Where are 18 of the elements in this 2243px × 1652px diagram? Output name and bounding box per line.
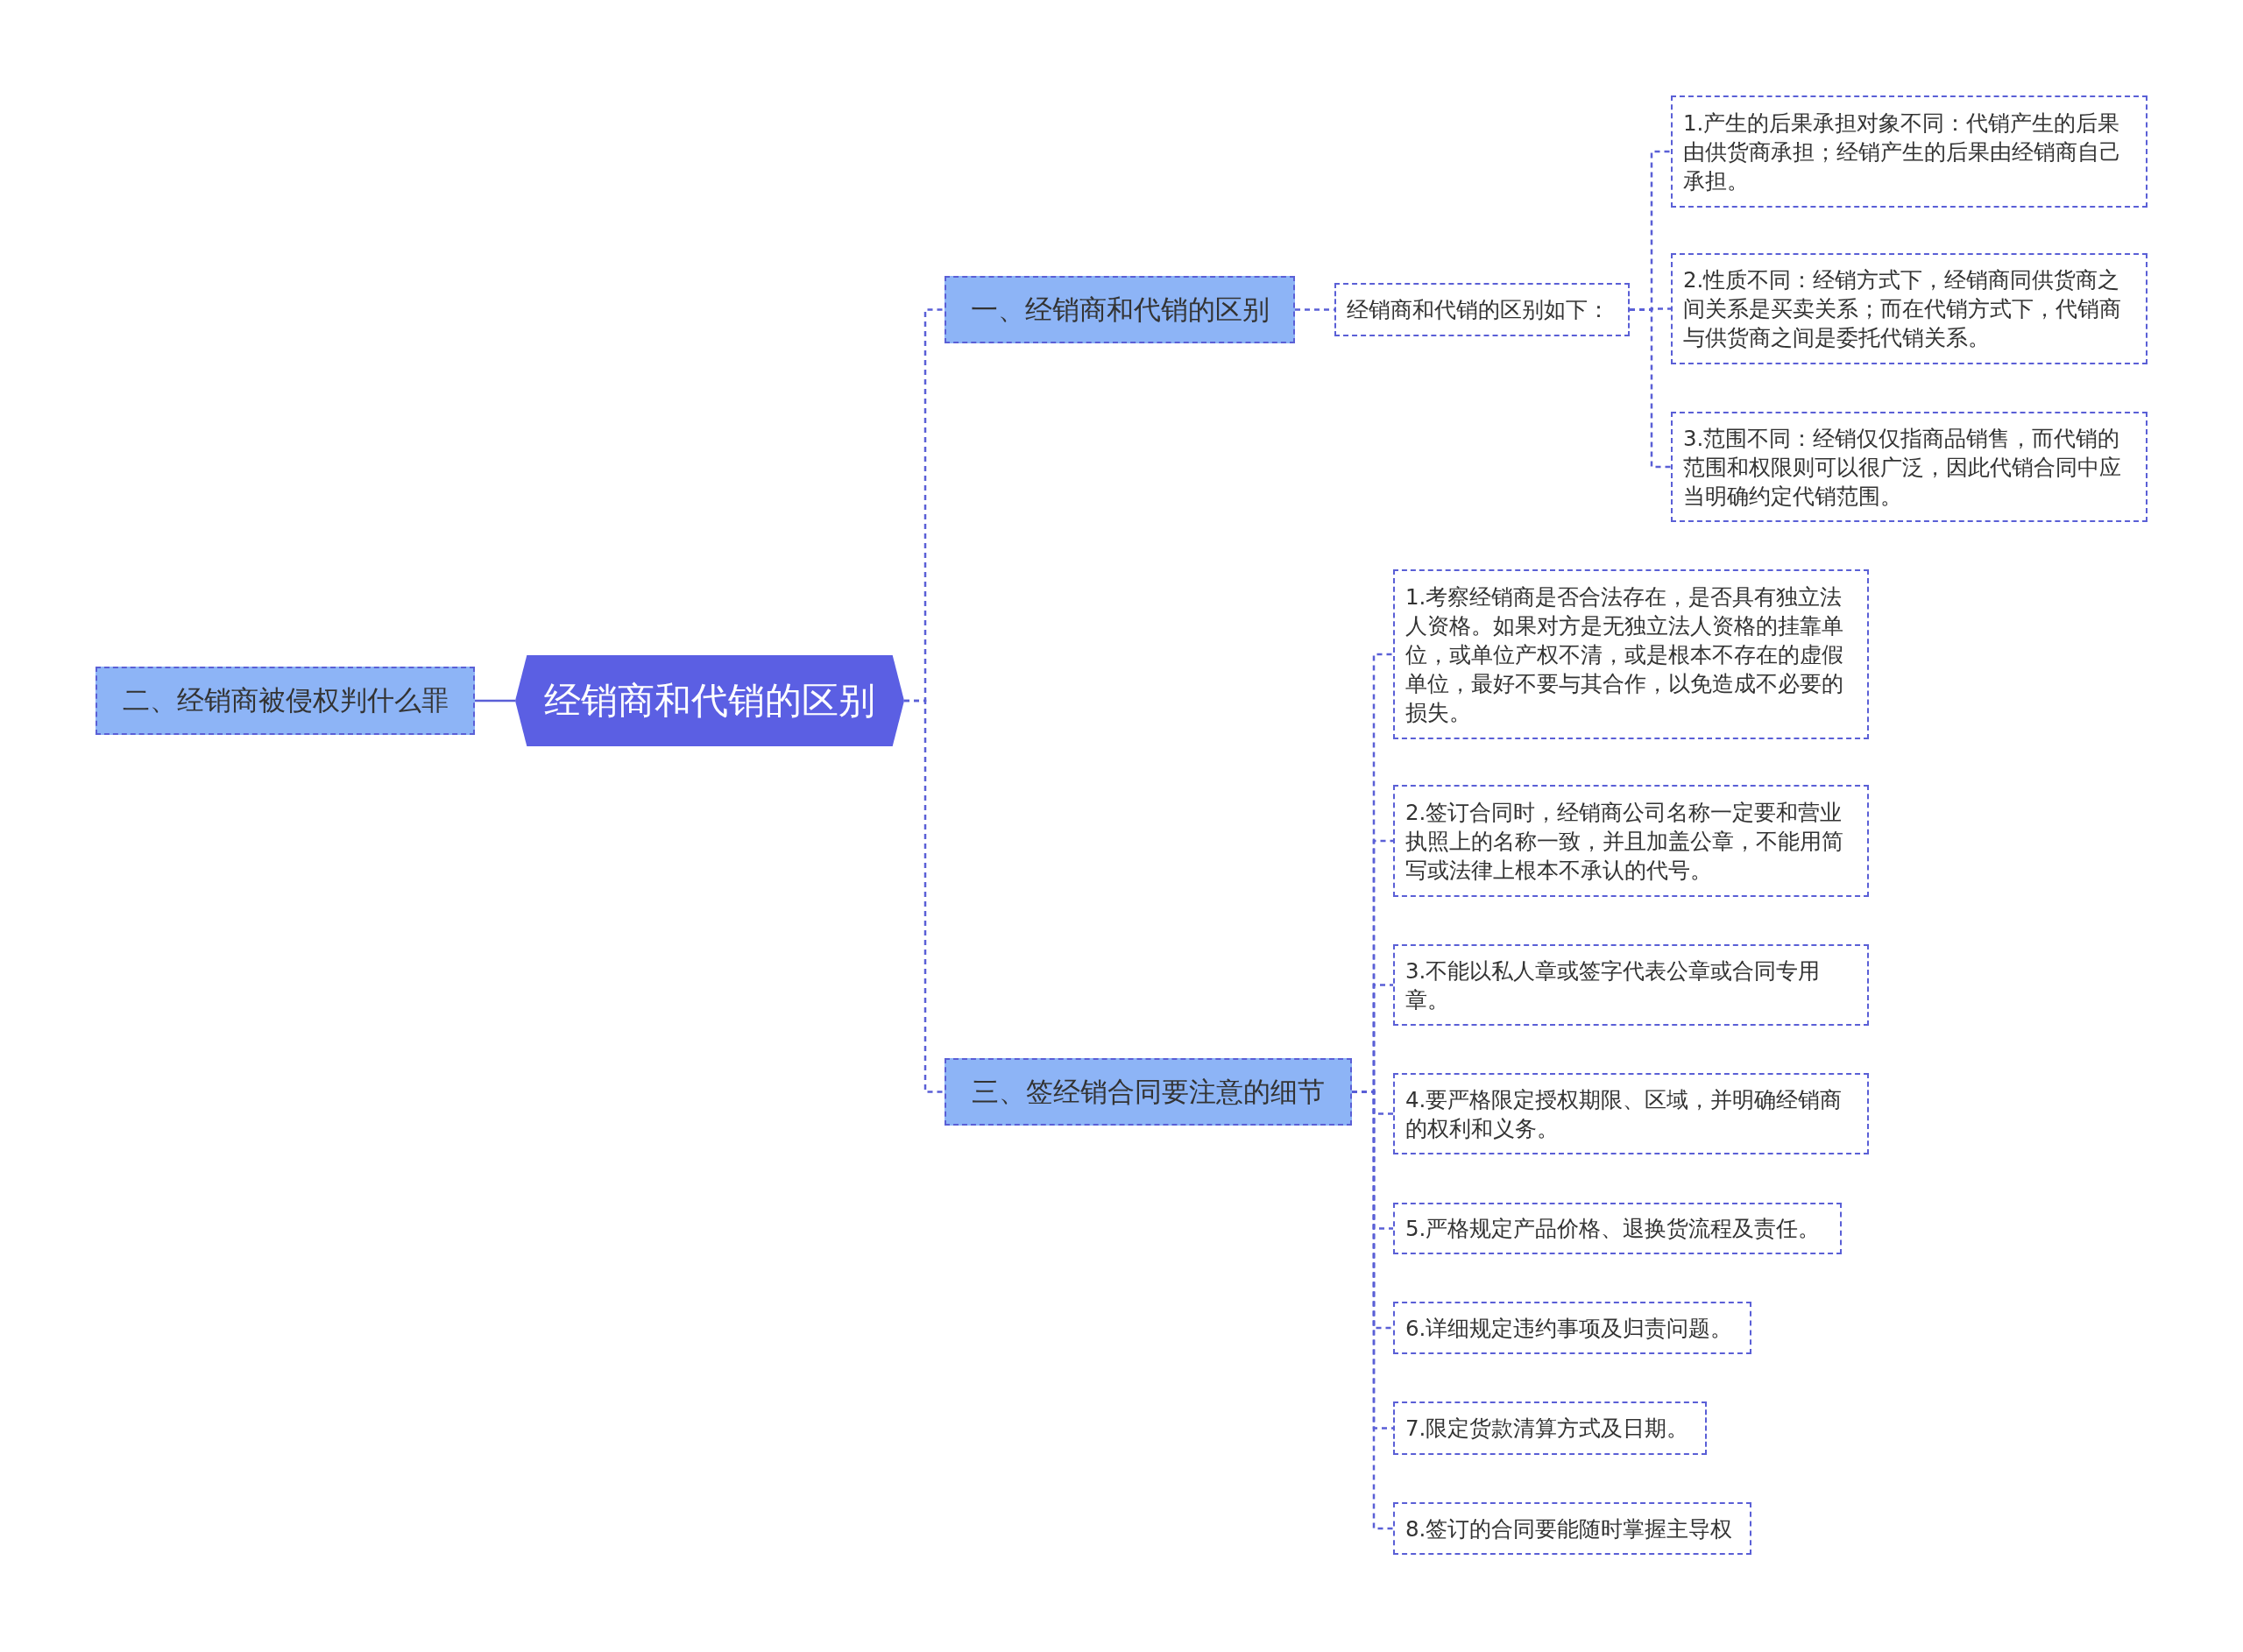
topic-box: 二、经销商被侵权判什么罪 [96, 667, 475, 735]
note-box: 2.签订合同时，经销商公司名称一定要和营业执照上的名称一致，并且加盖公章，不能用简写或法律上根本不承认的代号。 [1393, 785, 1869, 897]
note-box: 1.考察经销商是否合法存在，是否具有独立法人资格。如果对方是无独立法人资格的挂靠单位，或单位产权不清，或是根本不存在的虚假单位，最好不要与其合作，以免造成不必要的损失。 [1393, 569, 1869, 739]
note-box: 4.要严格限定授权期限、区域，并明确经销商的权利和义务。 [1393, 1073, 1869, 1154]
topic-box: 一、经销商和代销的区别 [945, 276, 1295, 343]
note-box: 5.严格规定产品价格、退换货流程及责任。 [1393, 1203, 1842, 1254]
note-box: 8.签订的合同要能随时掌握主导权 [1393, 1502, 1751, 1555]
note-box: 1.产生的后果承担对象不同：代销产生的后果由供货商承担；经销产生的后果由经销商自己承担。 [1671, 95, 2147, 208]
note-box: 6.详细规定违约事项及归责问题。 [1393, 1302, 1751, 1354]
note-box: 7.限定货款清算方式及日期。 [1393, 1401, 1707, 1455]
connector-line [475, 699, 515, 702]
connector-line [1630, 308, 1671, 469]
topic-box: 三、签经销合同要注意的细节 [945, 1058, 1352, 1126]
connector-line [904, 699, 945, 1093]
note-box: 3.范围不同：经销仅仅指商品销售，而代销的范围和权限则可以很广泛，因此代销合同中应当明确约定代销范围。 [1671, 412, 2147, 522]
note-box: 3.不能以私人章或签字代表公章或合同专用章。 [1393, 944, 1869, 1026]
note-box: 2.性质不同：经销方式下，经销商同供货商之间关系是买卖关系；而在代销方式下，代销商与供货商之间是委托代销关系。 [1671, 253, 2147, 364]
subtopic-box: 经销商和代销的区别如下： [1334, 283, 1630, 336]
